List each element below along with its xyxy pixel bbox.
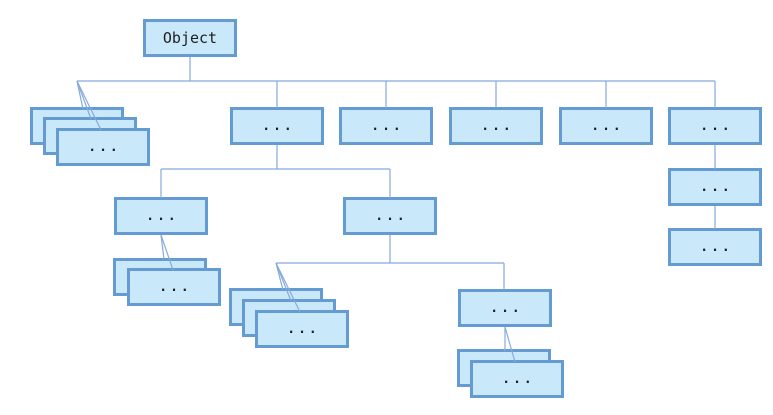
- subclass-node-right-child: ...: [458, 289, 552, 327]
- stack-left-box-front: ...: [56, 128, 150, 166]
- subclass-node-1-child-right: ...: [343, 197, 437, 235]
- subclass-node-5-child: ...: [668, 168, 762, 206]
- object-class-node: Object: [143, 19, 237, 57]
- stack-bottomright-box-front: ...: [470, 360, 564, 398]
- subclass-node-1: ...: [230, 107, 324, 145]
- subclass-node-2: ...: [339, 107, 433, 145]
- subclass-node-4: ...: [559, 107, 653, 145]
- subclass-node-1-child-left: ...: [114, 197, 208, 235]
- subclass-node-5: ...: [668, 107, 762, 145]
- subclass-node-3: ...: [449, 107, 543, 145]
- stack-middle-box-front: ...: [255, 310, 349, 348]
- fan-mid-left-1: [160, 234, 165, 260]
- fan-mid-1: [275, 262, 284, 291]
- subclass-node-5-grandchild: ...: [668, 228, 762, 266]
- stack-midleft-box-front: ...: [127, 268, 221, 306]
- fan-left-1: [76, 80, 84, 110]
